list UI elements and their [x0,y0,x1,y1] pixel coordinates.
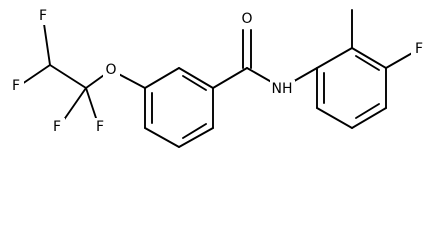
ring1-bond-4 [178,127,214,148]
atom-f-aryl-label: F [415,41,423,57]
atom-f2: F [8,77,24,95]
ring2-bond-1 [316,47,353,69]
bond-f2-c [21,64,51,85]
atom-f4-label: F [96,119,104,135]
atom-o-carbonyl: O [238,10,256,28]
ring1-bond-5 [144,127,180,148]
ring2-bond-2 [351,47,387,69]
atom-f1-label: F [39,8,47,24]
atom-o-ether-label: O [105,62,116,78]
bond-aryl-f [385,51,415,69]
ring2-double-1 [355,55,380,71]
bond-cf2-f3 [60,87,87,125]
atom-o-ether: O [103,61,120,79]
atom-n-amide-label: NH [272,81,293,97]
atom-f-aryl: F [411,40,427,58]
atom-f3-label: F [53,119,61,135]
chemical-structure-diagram: F F F F O O NH F [8,7,427,148]
bond-c-cf2 [49,64,87,89]
atom-f4: F [92,118,108,136]
ring2-bond-5 [316,107,353,129]
atom-labels: F F F F O O NH F [8,7,427,136]
ring2-double-2 [355,103,380,119]
ring1-bond-2 [178,67,214,89]
atom-f2-label: F [12,78,20,94]
atom-f3: F [49,118,65,136]
ring1-double-1 [182,75,207,91]
structure-canvas: F F F F O O NH F [8,7,427,148]
atom-n-amide: NH [270,80,295,98]
atom-f1: F [35,7,51,25]
atom-o-carbonyl-label: O [241,11,252,27]
ring2-bond-4 [351,107,387,129]
bond-ring-carbonyl [212,67,248,89]
ring1-double-2 [182,123,207,139]
ring1-bond-1 [144,67,180,89]
bonds [21,9,415,148]
